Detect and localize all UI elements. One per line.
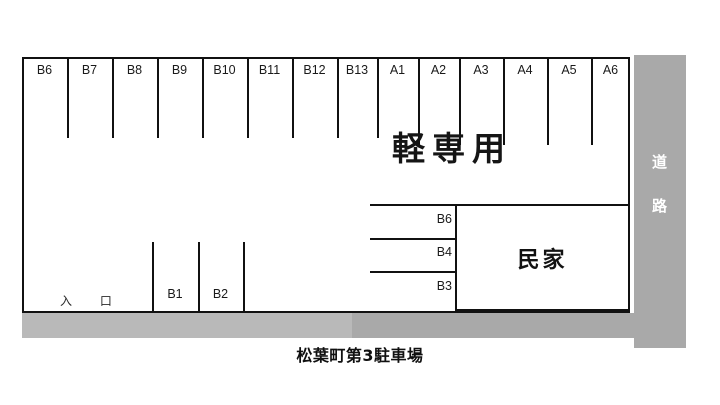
stall-label-b12: B12 — [303, 63, 326, 77]
stall-label-b8: B8 — [126, 63, 143, 77]
stall-divider — [243, 242, 245, 313]
stall-divider — [459, 57, 461, 145]
stall-label-a2: A2 — [430, 63, 447, 77]
stall-label-b6-right: B6 — [436, 212, 452, 226]
stall-divider — [370, 204, 457, 206]
stall-divider — [112, 57, 114, 138]
stall-label-b9: B9 — [171, 63, 188, 77]
stall-label-b4-right: B4 — [436, 245, 452, 259]
stall-label-b10: B10 — [213, 63, 236, 77]
stall-divider — [591, 57, 593, 145]
stall-divider — [370, 238, 457, 240]
stall-divider — [292, 57, 294, 138]
stall-label-b7: B7 — [81, 63, 98, 77]
road-label: 道 路 — [634, 140, 686, 228]
house-label: 民家 — [517, 247, 568, 273]
stall-label-b3-right: B3 — [436, 279, 452, 293]
stall-divider — [337, 57, 339, 138]
apron-band-light — [22, 313, 352, 338]
stall-divider — [370, 271, 457, 273]
stall-label-a5: A5 — [561, 63, 577, 77]
stall-divider — [247, 57, 249, 138]
stall-divider — [547, 57, 549, 145]
stall-divider — [202, 57, 204, 138]
stall-divider — [67, 57, 69, 138]
stall-divider — [503, 57, 505, 145]
stall-divider — [152, 242, 154, 313]
stall-divider — [157, 57, 159, 138]
stall-label-a1: A1 — [389, 63, 406, 77]
stall-divider — [377, 57, 379, 138]
road-label-char-1: 道 — [651, 153, 668, 171]
stall-label-b6: B6 — [36, 63, 53, 77]
stall-label-a3: A3 — [473, 63, 489, 77]
house-block: 民家 — [455, 204, 630, 311]
kei-only-banner: 軽専用 — [392, 129, 512, 168]
stall-label-b2: B2 — [212, 287, 229, 301]
stall-label-b13: B13 — [345, 63, 369, 77]
diagram-caption: 松葉町第3駐車場 — [296, 346, 424, 365]
stall-label-a4: A4 — [517, 63, 533, 77]
road-label-char-2: 路 — [651, 197, 668, 215]
stall-label-b1: B1 — [167, 287, 183, 301]
stall-label-b11: B11 — [258, 63, 281, 77]
entrance-label: 入 口 — [60, 294, 124, 308]
stall-label-a6: A6 — [602, 63, 619, 77]
stall-divider — [418, 57, 420, 145]
road-band — [634, 55, 686, 348]
stall-divider — [198, 242, 200, 313]
